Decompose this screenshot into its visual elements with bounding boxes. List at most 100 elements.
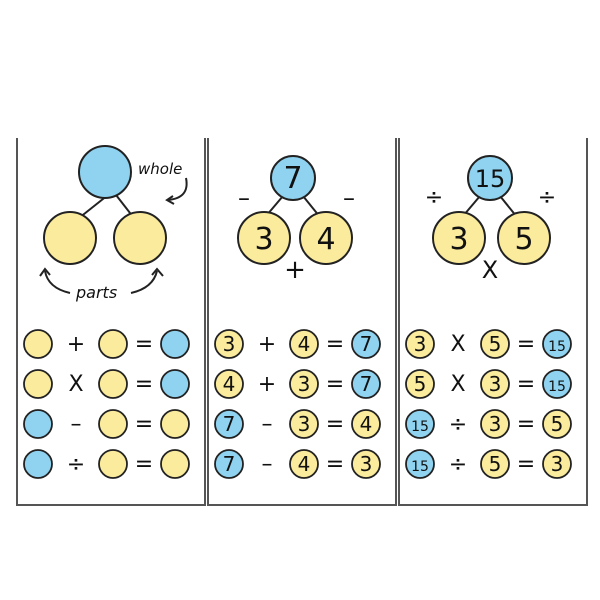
row-3-right-operand-circle (480, 409, 510, 439)
part-circle-left (237, 211, 291, 265)
row-1-operator: + (258, 332, 276, 357)
part-right-value: 5 (514, 222, 533, 257)
row-1-equals-sign: = (326, 332, 344, 357)
row-3-operator: ÷ (449, 412, 467, 437)
row-2-left-operand-circle (23, 369, 53, 399)
row-3-operator: – (262, 412, 273, 437)
op-bottom: X (482, 256, 498, 284)
whole-value: 7 (283, 161, 302, 196)
row-2-result: 15 (548, 379, 566, 395)
whole-circle (78, 145, 132, 199)
row-3-right-operand-circle (98, 409, 128, 439)
row-3-result-circle (351, 409, 381, 439)
row-3-right-operand: 3 (489, 412, 502, 436)
row-1-left-operand: 3 (223, 332, 236, 356)
part-circle-left (43, 211, 97, 265)
row-1-equals-sign: = (135, 332, 153, 357)
row-2-left-operand-circle (214, 369, 244, 399)
row-1-result-circle (351, 329, 381, 359)
row-2-equals-sign: = (326, 372, 344, 397)
row-4-left-operand: 7 (223, 452, 236, 476)
row-4-right-operand-circle (480, 449, 510, 479)
part-right-value: 4 (316, 222, 335, 257)
parts-arrowhead-right (151, 267, 164, 277)
row-4-operator: ÷ (67, 452, 85, 477)
row-1-operator: X (450, 332, 465, 357)
row-2-right-operand-circle (98, 369, 128, 399)
row-2-left-operand: 4 (223, 372, 236, 396)
row-3-left-operand-circle (405, 409, 435, 439)
whole-value: 15 (475, 165, 506, 193)
row-4-equals-sign: = (135, 452, 153, 477)
row-2-right-operand: 3 (298, 372, 311, 396)
whole-arrow (167, 177, 188, 201)
row-3-result: 4 (360, 412, 373, 436)
parts-label: parts (75, 283, 117, 302)
row-1-right-operand: 4 (298, 332, 311, 356)
row-4-left-operand: 15 (411, 459, 429, 475)
row-4-result-circle (542, 449, 572, 479)
op-left: ÷ (425, 185, 443, 210)
row-1-right-operand: 5 (489, 332, 502, 356)
row-2-right-operand-circle (480, 369, 510, 399)
row-2-left-operand: 5 (414, 372, 427, 396)
whole-arrowhead (165, 195, 175, 205)
row-1-left-operand-circle (214, 329, 244, 359)
whole-circle (467, 155, 513, 201)
row-3-left-operand-circle (23, 409, 53, 439)
row-2-result: 7 (360, 372, 373, 396)
row-4-operator: – (262, 452, 273, 477)
row-1-left-operand-circle (23, 329, 53, 359)
op-bottom: + (284, 255, 306, 285)
row-3-operator: – (71, 412, 82, 437)
row-4-left-operand-circle (23, 449, 53, 479)
row-4-right-operand-circle (289, 449, 319, 479)
op-right: ÷ (538, 185, 556, 210)
part-circle-right (299, 211, 353, 265)
row-1-result: 15 (548, 339, 566, 355)
row-4-result: 3 (551, 452, 564, 476)
row-3-left-operand: 15 (411, 419, 429, 435)
row-2-result-circle (351, 369, 381, 399)
equation-rows: 3+4=74+3=77–3=47–4=3 (214, 329, 381, 479)
row-2-operator: + (258, 372, 276, 397)
row-2-right-operand: 3 (489, 372, 502, 396)
row-4-right-operand-circle (98, 449, 128, 479)
row-2-operator: X (68, 372, 83, 397)
row-1-right-operand-circle (480, 329, 510, 359)
row-1-result-circle (160, 329, 190, 359)
whole-label: whole (138, 160, 182, 178)
panel-generic: whole parts +=X=–=÷= (16, 138, 206, 506)
row-2-result-circle (542, 369, 572, 399)
row-4-result: 3 (360, 452, 373, 476)
row-3-result: 5 (551, 412, 564, 436)
row-3-equals-sign: = (326, 412, 344, 437)
row-3-equals-sign: = (517, 412, 535, 437)
row-3-result-circle (160, 409, 190, 439)
row-4-operator: ÷ (449, 452, 467, 477)
row-1-result-circle (542, 329, 572, 359)
whole-circle (270, 155, 316, 201)
row-1-left-operand-circle (405, 329, 435, 359)
row-2-result-circle (160, 369, 190, 399)
row-2-operator: X (450, 372, 465, 397)
part-circle-right (497, 211, 551, 265)
diagram-addition: 7 3 4 – – + 3+4=74+3=77–3=47–4=3 (214, 155, 381, 479)
row-1-right-operand-circle (289, 329, 319, 359)
row-3-left-operand: 7 (223, 412, 236, 436)
row-3-equals-sign: = (135, 412, 153, 437)
part-left-value: 3 (449, 222, 468, 257)
parts-arrow-right (130, 270, 158, 294)
diagram-generic: whole parts +=X=–=÷= (23, 145, 190, 479)
equation-rows: +=X=–=÷= (23, 329, 190, 479)
row-3-right-operand: 3 (298, 412, 311, 436)
row-4-equals-sign: = (326, 452, 344, 477)
row-4-equals-sign: = (517, 452, 535, 477)
row-1-left-operand: 3 (414, 332, 427, 356)
row-3-left-operand-circle (214, 409, 244, 439)
row-1-right-operand-circle (98, 329, 128, 359)
